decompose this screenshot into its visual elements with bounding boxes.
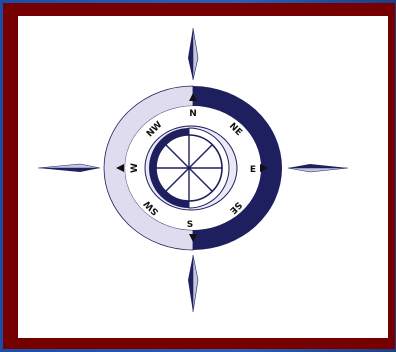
south-spike <box>188 255 198 312</box>
label-w: W <box>130 163 140 173</box>
label-s: S <box>187 220 193 230</box>
north-spike <box>188 28 198 80</box>
label-n: N <box>189 109 197 119</box>
east-spike <box>288 164 348 172</box>
west-spike <box>38 164 100 172</box>
compass-hub <box>149 128 229 208</box>
label-e: E <box>250 165 256 175</box>
